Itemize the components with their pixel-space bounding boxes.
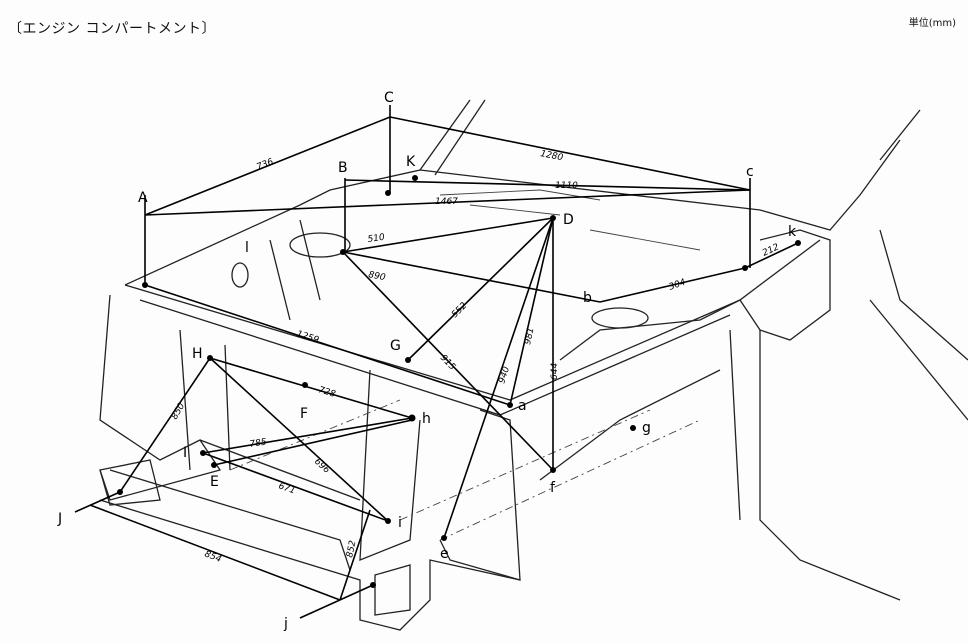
label-D: D (563, 212, 574, 228)
dim-854: 854 (203, 549, 223, 565)
page-title: 〔エンジン コンパートメント〕 (8, 21, 216, 37)
label-h: h (422, 411, 431, 427)
label-f: f (550, 480, 556, 496)
label-K: K (406, 154, 416, 170)
label-j: j (283, 616, 288, 632)
dim-671: 671 (277, 481, 297, 496)
dim-1280: 1280 (539, 149, 564, 163)
dim-736: 736 (255, 157, 275, 173)
label-H: H (192, 346, 203, 362)
dim-981: 981 (523, 327, 536, 346)
dim-1259: 1259 (295, 329, 320, 346)
label-E: E (210, 474, 219, 490)
label-k: k (788, 224, 797, 240)
dim-510: 510 (367, 233, 386, 245)
label-c: c (746, 164, 754, 180)
label-A: A (138, 190, 148, 206)
label-a: a (518, 398, 527, 414)
body-structure (99, 99, 968, 631)
dim-728: 728 (317, 385, 337, 400)
dim-1110: 1110 (555, 181, 578, 191)
label-C: C (384, 90, 394, 106)
label-e: e (440, 546, 449, 562)
label-l: l (245, 240, 249, 256)
label-J: J (57, 511, 62, 527)
dim-890: 890 (367, 270, 386, 283)
dim-696: 696 (312, 457, 332, 476)
label-F: F (300, 406, 308, 422)
label-b: b (583, 290, 592, 306)
label-I: I (183, 445, 187, 461)
label-g: g (642, 420, 651, 436)
dim-915: 915 (438, 353, 457, 373)
dim-785: 785 (249, 437, 268, 450)
measurement-points (117, 175, 801, 588)
dim-644: 644 (550, 363, 560, 380)
dim-940: 940 (497, 365, 512, 385)
dim-852: 852 (345, 539, 358, 558)
point-labels: A B C K c k D b l G H F a h g I E f J i … (57, 90, 797, 632)
label-G: G (390, 338, 401, 354)
dimension-lines (74, 105, 799, 619)
label-B: B (338, 160, 348, 176)
dim-1467: 1467 (435, 197, 458, 207)
label-i: i (398, 515, 402, 531)
unit-label: 単位(mm) (908, 18, 956, 29)
dimension-values: 736 1280 1110 1467 510 890 304 212 552 9… (170, 149, 781, 565)
dim-304: 304 (668, 277, 688, 292)
